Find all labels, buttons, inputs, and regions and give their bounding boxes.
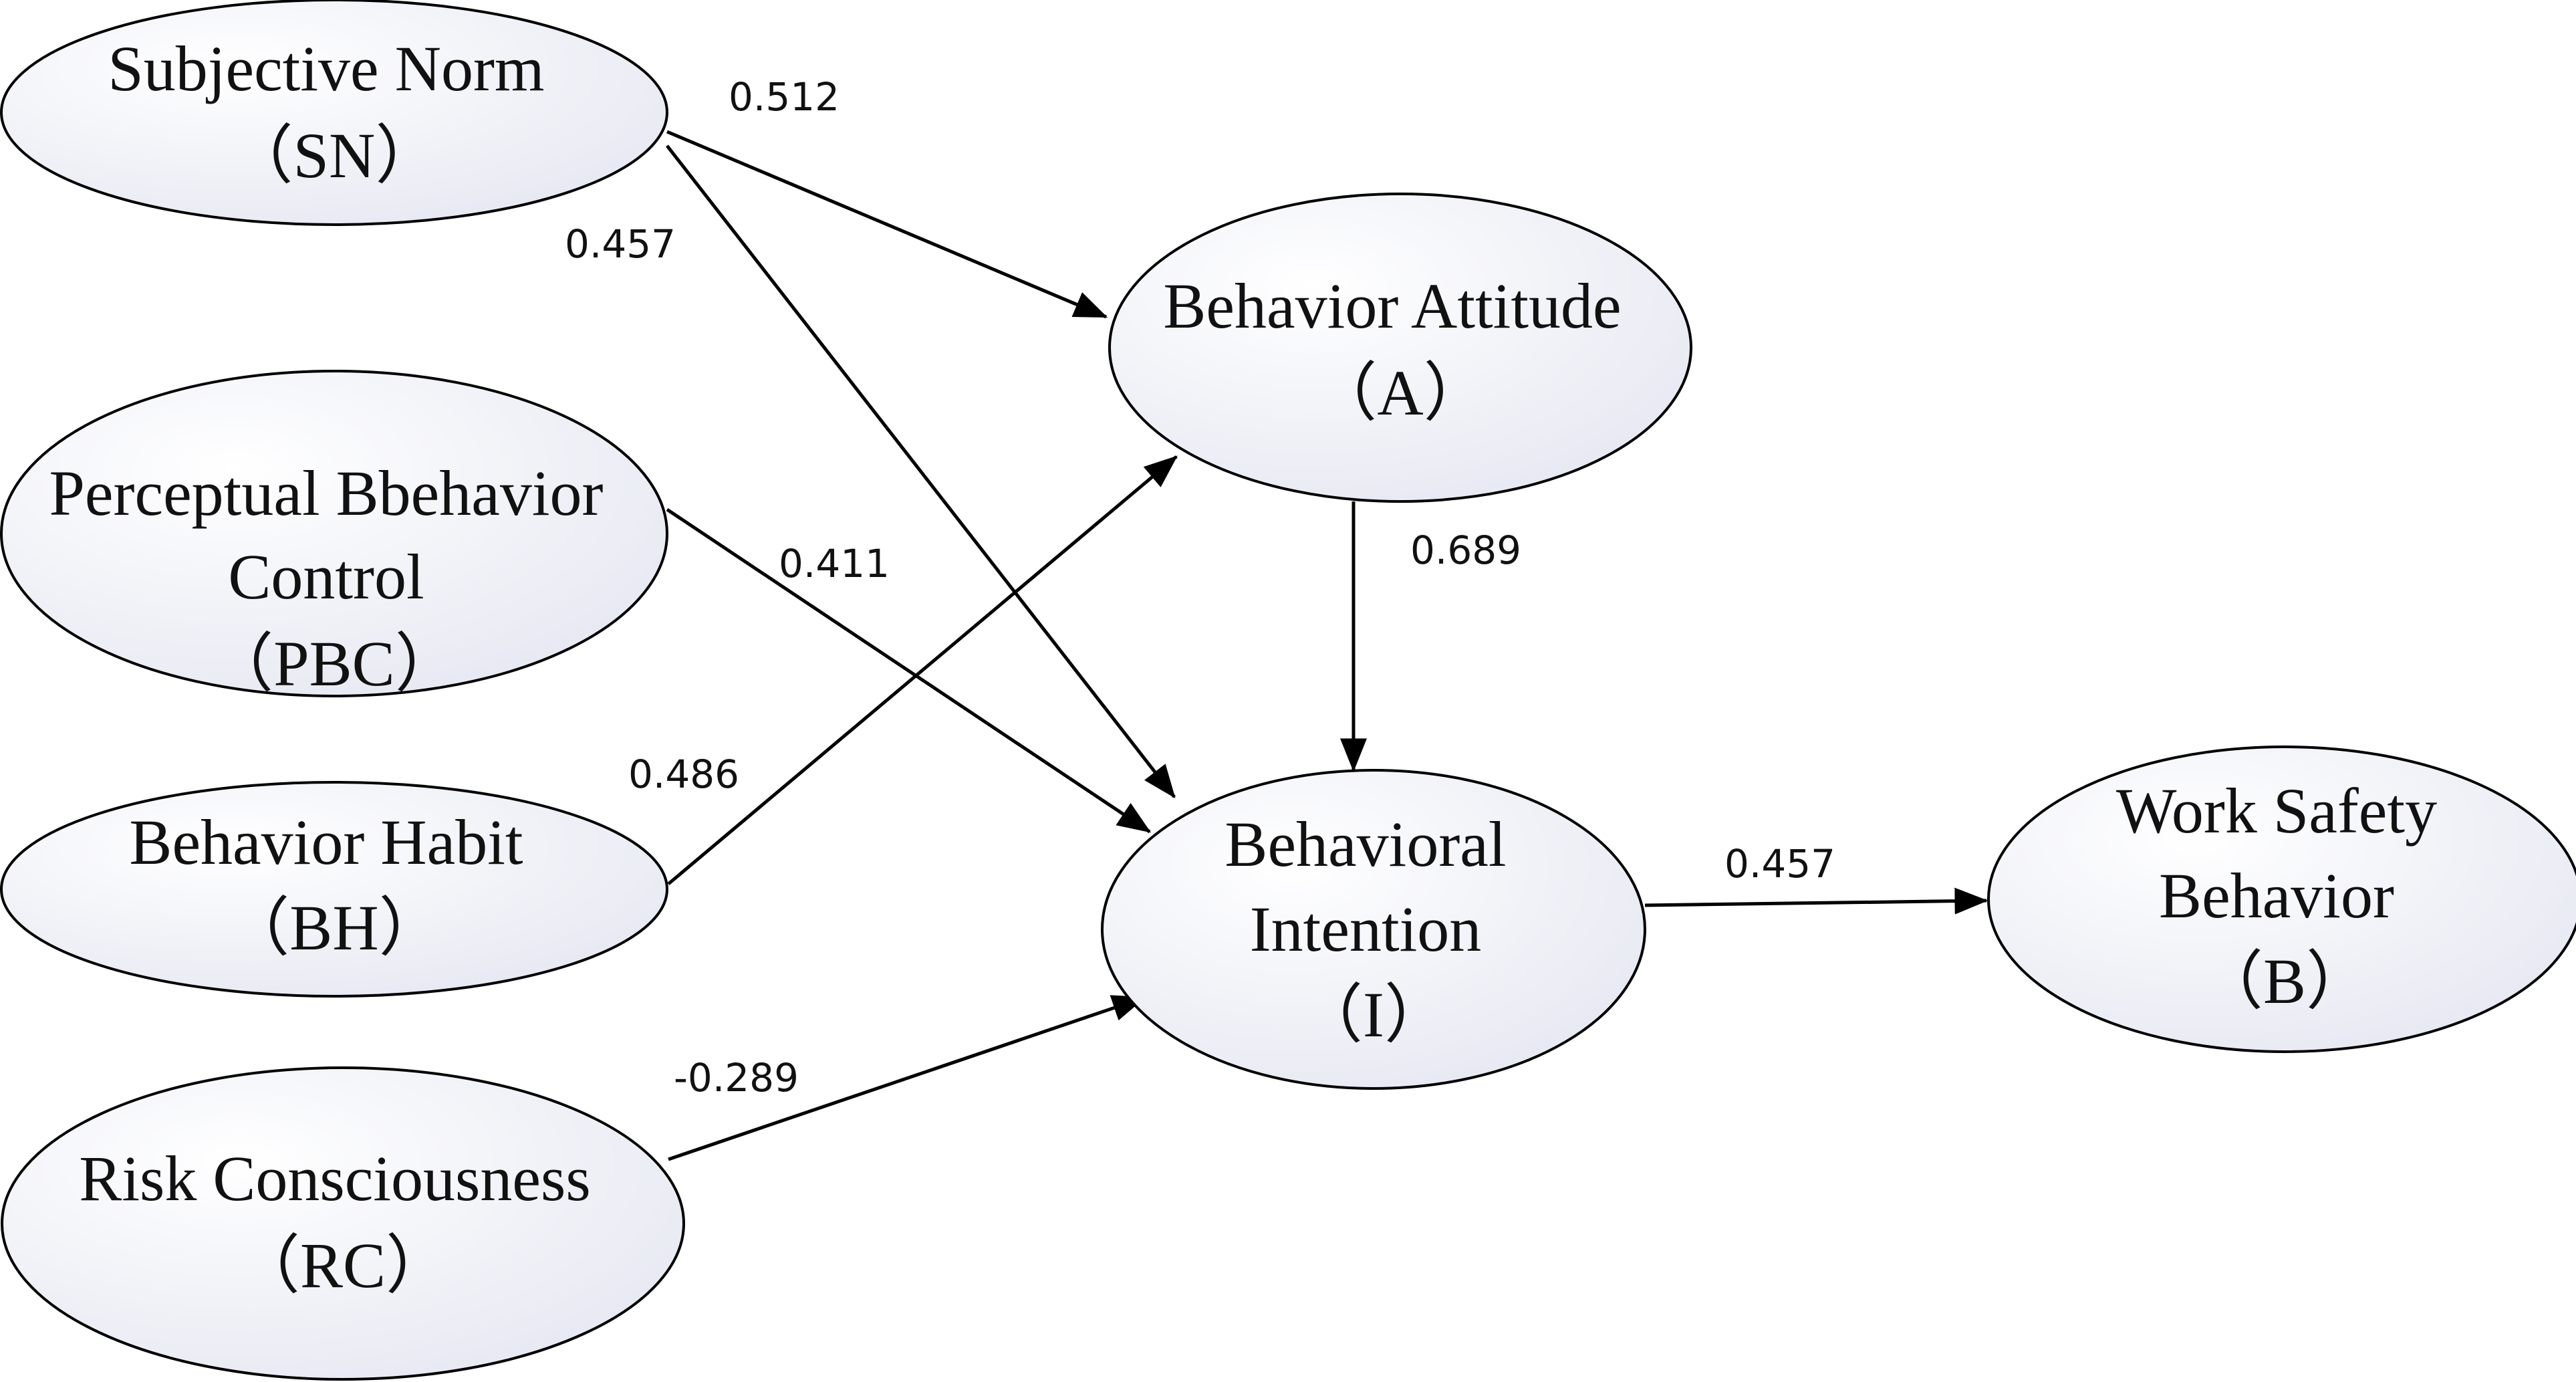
edge-bh-to-a: [667, 455, 1178, 885]
edge-pbc-to-i: [666, 507, 1152, 834]
node-risk-consciousness: Risk Consciousness （RC）: [1, 1066, 685, 1381]
node-perceptual-behavior-control: Perceptual Bbehavior Control （PBC）: [0, 370, 668, 699]
node-ellipse: [1101, 769, 1646, 1090]
node-label-line: （A）: [1313, 357, 1487, 429]
svg-text:Risk Consciousness （RC）: Risk Consciousness （RC）: [79, 1143, 606, 1301]
node-label-line: Behavior Habit: [129, 806, 523, 878]
node-label-line: Subjective Norm: [108, 33, 544, 104]
node-label-line: Behavior Attitude: [1163, 270, 1621, 342]
node-label-line: Control: [228, 541, 424, 612]
coef-a-to-i: 0.689: [1410, 528, 1521, 573]
edge-sn-to-i: [666, 144, 1176, 798]
node-work-safety-behavior: Work Safety Behavior （B）: [1987, 745, 2576, 1053]
node-label-line: （PBC）: [209, 628, 459, 699]
node-label-line: （B）: [2199, 945, 2370, 1017]
node-label-line: （I）: [1299, 979, 1448, 1050]
coef-sn-to-a: 0.512: [729, 74, 840, 120]
node-behavior-attitude: Behavior Attitude （A）: [1108, 193, 1692, 503]
edge-rc-to-i: [668, 995, 1146, 1161]
coef-i-to-b: 0.457: [1724, 841, 1835, 887]
edge-i-to-b: [1644, 887, 1988, 915]
node-label-line: Behavioral: [1225, 808, 1506, 880]
node-behavior-habit: Behavior Habit （BH）: [0, 781, 668, 998]
node-label-line: Risk Consciousness: [79, 1143, 590, 1214]
node-behavioral-intention: Behavioral Intention （I）: [1101, 769, 1646, 1090]
node-label-line: （SN）: [229, 120, 440, 191]
node-subjective-norm: Subjective Norm （SN）: [0, 0, 668, 226]
node-ellipse: [0, 781, 668, 998]
node-label-line: Behavior: [2159, 860, 2394, 931]
node-label-line: Intention: [1250, 893, 1482, 965]
node-label-line: （BH）: [225, 892, 442, 963]
coef-pbc-to-i: 0.411: [779, 541, 890, 586]
coef-rc-to-i: -0.289: [674, 1055, 799, 1101]
node-label-line: （RC）: [236, 1230, 450, 1301]
svg-text:Behavior Attitude （A）: Behavior Attitude （A）: [1163, 270, 1637, 429]
node-ellipse: [1, 1066, 685, 1381]
node-label-line: Perceptual Bbehavior: [49, 457, 603, 529]
coef-bh-to-a: 0.486: [628, 752, 739, 797]
node-ellipse: [0, 370, 668, 697]
node-label-line: Work Safety: [2116, 775, 2437, 846]
node-ellipse: [1987, 745, 2576, 1053]
svg-text:Perceptual Bbehavior Con: Perceptual Bbehavior Control （PBC）: [49, 457, 619, 699]
svg-text:Subjective Norm （SN）: Subjective Norm （SN）: [108, 33, 560, 191]
svg-text:Work Safety Behavior: Work Safety Behavior （B）: [2116, 775, 2453, 1017]
node-ellipse: [1108, 193, 1692, 503]
svg-text:Behavior Habit （BH）: Behavior Habit （BH）: [129, 806, 539, 963]
edge-sn-to-a: [666, 130, 1108, 319]
coefficients: 0.512 0.457 0.411 0.486 -0.289 0.689 0.4…: [565, 74, 1835, 1101]
edges: [666, 130, 1988, 1161]
svg-text:Behavioral Intention: Behavioral Intention （I）: [1225, 808, 1522, 1050]
node-ellipse: [0, 0, 668, 226]
coef-sn-to-i: 0.457: [565, 221, 676, 267]
